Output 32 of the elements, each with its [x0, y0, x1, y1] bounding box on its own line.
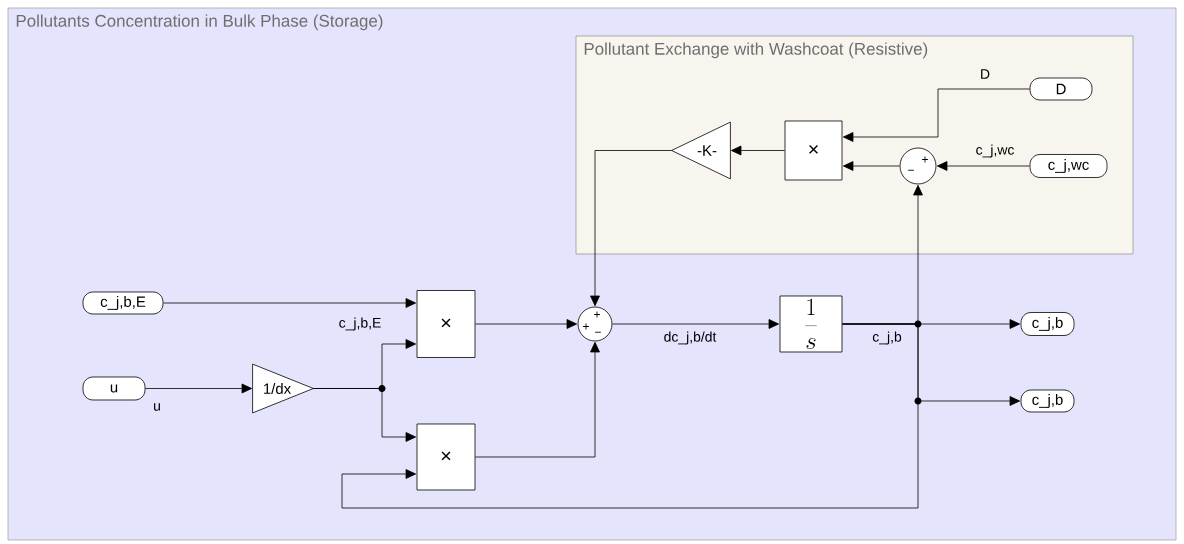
port-block: u: [82, 376, 146, 401]
signal-arrow: [145, 383, 253, 394]
integrator-block: $\frac{1}{s}$: [779, 295, 843, 353]
signal-arrow: [163, 298, 417, 308]
area-title: Pollutant Exchange with Washcoat (Resistive): [584, 42, 928, 59]
signal-label: c_j,b: [872, 331, 902, 345]
port-block: c_j,b: [1020, 389, 1075, 413]
signal-arrow: [842, 88, 1030, 142]
signal-label: c_j,wc: [976, 144, 1014, 158]
signal-arrow: [590, 150, 672, 307]
signal-arrow: [475, 319, 578, 329]
port-block: c_j,b: [1020, 312, 1075, 336]
signal-arrow: [475, 341, 600, 458]
port-block: c_j,wc: [1029, 154, 1108, 178]
gain-triangle: -K-: [671, 121, 731, 180]
port-block: c_j,b,E: [82, 291, 164, 315]
signal-arrow: [612, 319, 780, 329]
signal-label: u: [154, 403, 160, 411]
signal-label: D: [981, 69, 990, 79]
product-block: ×: [416, 290, 476, 358]
port-block: D: [1029, 77, 1093, 101]
signal-arrow: [313, 388, 417, 442]
signal-label: dc_j,b/dt: [664, 331, 717, 345]
signal-arrow: [842, 161, 900, 171]
product-block: ×: [784, 120, 843, 181]
gain-triangle: 1/dx: [252, 363, 314, 414]
area-title: Pollutants Concentration in Bulk Phase (Storage): [16, 14, 383, 31]
product-block: ×: [416, 423, 476, 491]
signal-arrow: [730, 145, 785, 156]
signal-label: c_j,b,E: [339, 317, 381, 331]
signal-arrow: [936, 161, 1030, 171]
signal-arrow: [341, 323, 919, 509]
